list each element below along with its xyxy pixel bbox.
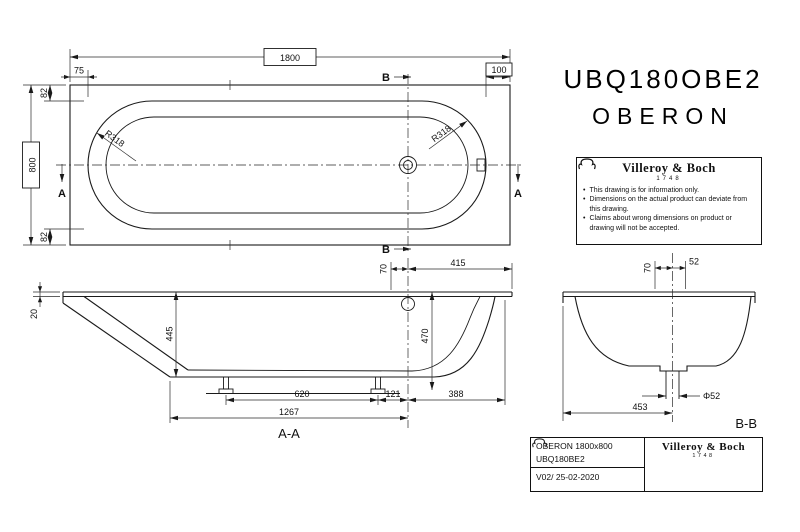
- right-wall-inner: [411, 296, 481, 372]
- product-code-title: UBQ180OBE2: [563, 64, 763, 94]
- product-code: UBQ180BE2: [536, 454, 585, 464]
- arrow: [655, 265, 661, 271]
- inner-slope: [83, 296, 189, 371]
- section-label-a-a: A-A: [278, 426, 300, 441]
- dim-box-1800: [263, 48, 317, 66]
- dim-620: 620: [294, 389, 309, 399]
- radius-label-right: R318: [430, 123, 453, 144]
- section-b-label-bottom: B: [382, 244, 390, 256]
- arrow: [37, 296, 43, 303]
- founding-year: 1748: [656, 176, 682, 182]
- title-block-logo: Villeroy & Boch 1748: [532, 438, 762, 491]
- radius-leader-left: [96, 132, 137, 162]
- bullet-icon: •: [583, 196, 586, 204]
- dim-drain-diameter: Φ52: [703, 391, 720, 401]
- note-item: •Dimensions on the actual product can de…: [583, 195, 755, 214]
- dim-box-100: [485, 62, 513, 77]
- foot-plate-right: [370, 388, 386, 394]
- foot-bolt-right: [375, 376, 381, 390]
- note-text: This drawing is for information only.: [589, 187, 700, 194]
- section-label-b-b: B-B: [735, 416, 757, 431]
- dim-box-800: [22, 141, 40, 189]
- bottom-inner: [187, 369, 413, 372]
- arrow: [679, 265, 686, 271]
- dim-415: 415: [450, 258, 465, 268]
- note-text: Claims about wrong dimensions on product…: [589, 215, 732, 232]
- dim-70-side: 70: [379, 264, 389, 274]
- disclaimer-notes: •This drawing is for information only. •…: [583, 186, 755, 233]
- dim-1267: 1267: [279, 407, 299, 417]
- brand-name: Villeroy & Boch: [661, 441, 746, 453]
- title-block-left: OBERON 1800x800 UBQ180BE2 V02/ 25-02-202…: [531, 438, 645, 491]
- dim-20: 20: [29, 309, 39, 319]
- bullet-icon: •: [583, 215, 586, 223]
- section-a-label-right: A: [514, 188, 522, 200]
- right-wall-outer: [433, 296, 496, 378]
- dim-100: 100: [491, 65, 506, 75]
- dim-75: 75: [74, 66, 84, 76]
- dim-470: 470: [420, 328, 430, 343]
- dim-1800: 1800: [280, 53, 300, 63]
- outer-slope: [62, 302, 171, 378]
- dim-453: 453: [632, 402, 647, 412]
- note-item: •Claims about wrong dimensions on produc…: [583, 214, 755, 233]
- product-name-title: OBERON: [592, 103, 734, 129]
- note-text: Dimensions on the actual product can dev…: [589, 196, 748, 213]
- arrow: [402, 266, 408, 272]
- brand-name: Villeroy & Boch: [622, 161, 716, 175]
- dim-388: 388: [448, 389, 463, 399]
- side-view-a-a: 20 445 70 415 470 620 121 388 1267 A-A: [29, 258, 513, 441]
- product-name: OBERON 1800x800: [536, 441, 613, 451]
- radius-leader-right: [428, 120, 468, 150]
- info-box: Villeroy & Boch 1748 •This drawing is fo…: [576, 157, 762, 245]
- arrow: [666, 265, 673, 271]
- bullet-icon: •: [583, 187, 586, 194]
- dim-121: 121: [385, 389, 400, 399]
- foot-bolt-left: [223, 376, 229, 390]
- tub-profile: [574, 296, 752, 372]
- arrow: [88, 74, 94, 80]
- arrow: [64, 74, 70, 80]
- founding-year: 1748: [692, 453, 715, 459]
- section-view-b-b: 70 52 Φ52 453 B-B: [562, 253, 757, 431]
- arrow: [37, 286, 43, 292]
- drawing-version: V02/ 25-02-2020: [531, 467, 644, 491]
- dim-82-bottom: 82: [39, 232, 49, 242]
- plan-view: A A B B 1800 75 100 800 82: [22, 48, 524, 256]
- dim-70-section: 70: [643, 263, 653, 273]
- arrow: [391, 266, 397, 272]
- note-item: •This drawing is for information only.: [583, 186, 755, 195]
- foot-plate-left: [218, 388, 234, 394]
- dim-52: 52: [689, 257, 699, 267]
- section-a-label-left: A: [58, 188, 66, 200]
- drawing-title: UBQ180OBE2 OBERON: [556, 64, 770, 130]
- section-b-label-top: B: [382, 72, 390, 84]
- dim-800: 800: [28, 157, 38, 172]
- dim-445: 445: [165, 326, 175, 341]
- title-block: OBERON 1800x800 UBQ180BE2 V02/ 25-02-202…: [530, 437, 763, 492]
- dim-82-top: 82: [39, 88, 49, 98]
